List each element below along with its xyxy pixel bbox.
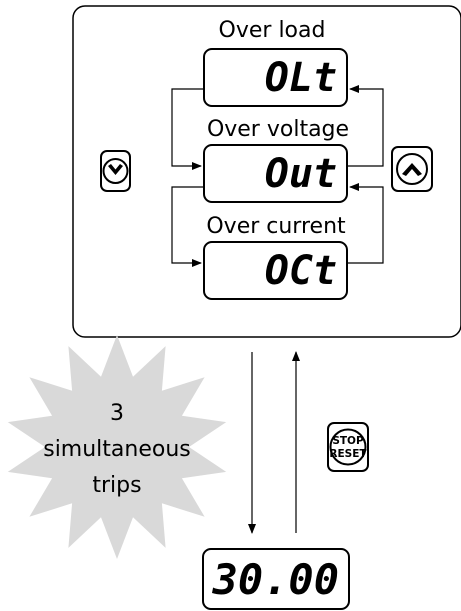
- display-over-load: OLt: [203, 48, 348, 107]
- label-over-current: Over current: [206, 214, 346, 239]
- burst-line-1: 3: [110, 401, 124, 426]
- left-cycle-arrows: [171, 88, 204, 267]
- up-button[interactable]: [391, 146, 433, 192]
- chevron-down-icon: [108, 164, 123, 175]
- trip-count-burst: 3 simultaneous trips: [7, 335, 227, 559]
- display-over-current: OCt: [203, 241, 348, 300]
- label-over-voltage: Over voltage: [207, 117, 349, 142]
- label-over-load: Over load: [219, 18, 326, 43]
- reset-label: RESET: [329, 448, 367, 460]
- burst-line-3: trips: [92, 473, 141, 498]
- stop-reset-button[interactable]: STOP RESET: [327, 422, 369, 472]
- display-code-oc: OCt: [265, 248, 337, 294]
- right-cycle-arrows: [347, 85, 384, 264]
- display-code-ov: Out: [265, 151, 337, 197]
- down-button[interactable]: [100, 150, 131, 192]
- stop-label: STOP: [332, 435, 364, 447]
- frequency-display: 30.00: [202, 548, 350, 610]
- frequency-value: 30.00: [212, 555, 339, 604]
- chevron-up-icon: [402, 163, 422, 176]
- display-over-voltage: Out: [203, 144, 348, 203]
- burst-line-2: simultaneous: [43, 437, 191, 462]
- display-code-ol: OLt: [265, 55, 337, 101]
